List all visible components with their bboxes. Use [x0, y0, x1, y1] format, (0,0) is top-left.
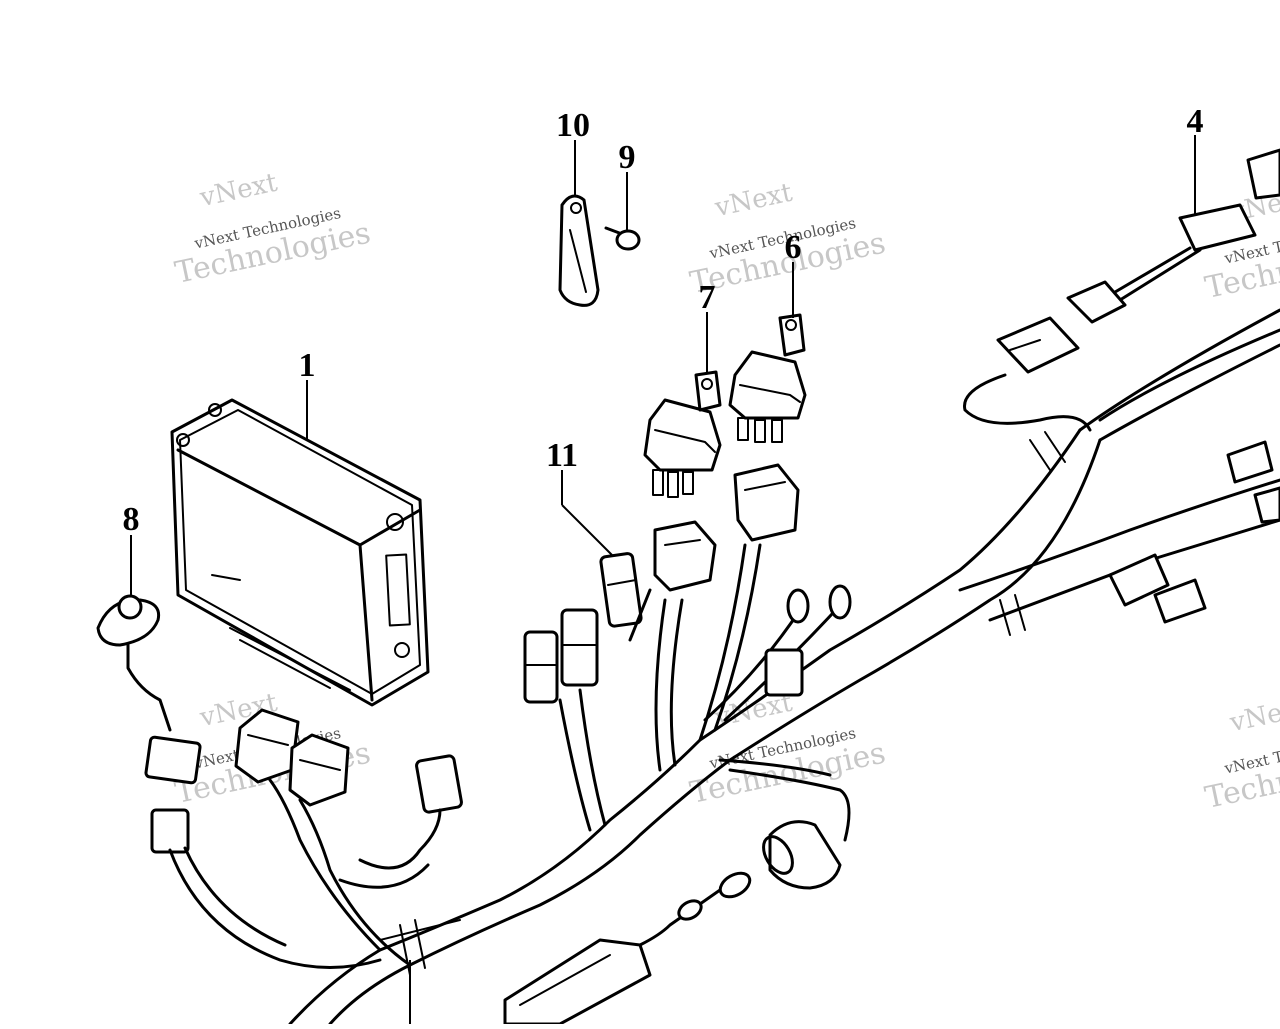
small-connector-mid[interactable] [764, 648, 804, 697]
callout-7: 7 [699, 279, 716, 316]
connector-pair-left[interactable] [523, 608, 599, 704]
multipin-connector-b[interactable] [288, 733, 350, 807]
main-harness [168, 308, 1280, 1026]
sensor-part-8[interactable] [96, 594, 202, 854]
connector-part-4[interactable] [996, 148, 1280, 374]
relay-socket-right[interactable] [733, 463, 800, 542]
bracket-part-10[interactable] [558, 194, 600, 307]
right-connector-b[interactable] [1153, 578, 1207, 624]
callout-1: 1 [299, 347, 316, 384]
connector-part-11[interactable] [599, 552, 643, 628]
bottom-connector-large[interactable] [503, 868, 754, 1026]
control-unit-part-1[interactable] [170, 398, 430, 707]
callout-4: 4 [1187, 103, 1204, 140]
callout-6: 6 [785, 229, 802, 266]
relay-part-7[interactable] [643, 370, 722, 498]
svg-text:vNext: vNext [196, 168, 280, 214]
leader-lines [130, 135, 1196, 1024]
svg-text:vNext: vNext [711, 178, 795, 224]
right-connector-c[interactable] [1226, 440, 1280, 524]
relay-part-6[interactable] [728, 313, 807, 443]
watermark-6: vNext vNext Technologies Technologies [1202, 693, 1280, 816]
relay-socket-left[interactable] [653, 520, 717, 592]
callout-labels: 1 4 6 7 8 9 10 11 [123, 103, 1204, 538]
callout-9: 9 [619, 139, 636, 176]
svg-text:vNext: vNext [1226, 693, 1280, 739]
small-connector-top[interactable] [415, 754, 463, 814]
screw-part-9[interactable] [604, 226, 641, 251]
watermark-1: vNext vNext Technologies Technologies [172, 168, 373, 291]
right-connector-a[interactable] [1108, 553, 1170, 607]
round-connector[interactable] [758, 820, 842, 890]
bullet-connector-pair[interactable] [786, 584, 852, 624]
callout-11: 11 [546, 437, 578, 474]
callout-8: 8 [123, 501, 140, 538]
callout-10: 10 [556, 107, 590, 144]
